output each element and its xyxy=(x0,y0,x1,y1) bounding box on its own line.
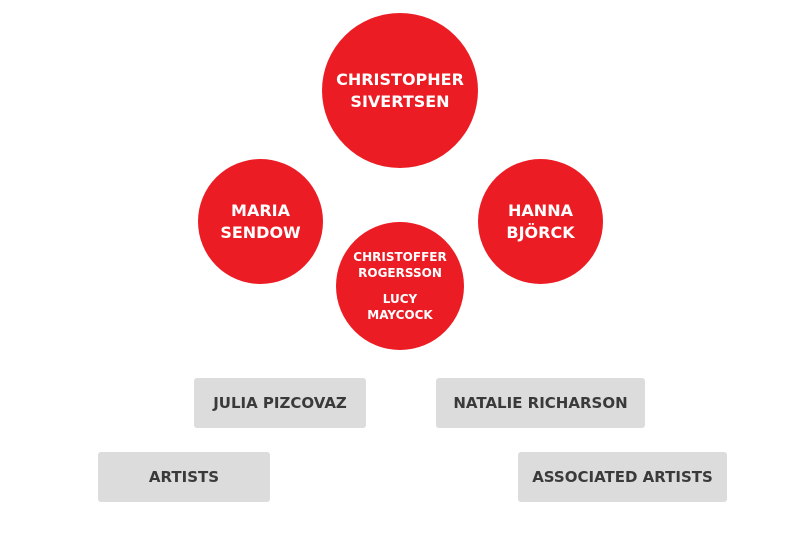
circle-hanna-bjorck: HANNA BJÖRCK xyxy=(478,159,603,284)
circle-label-line2: SENDOW xyxy=(220,222,301,242)
box-natalie-richarson: NATALIE RICHARSON xyxy=(436,378,645,428)
circle-maria-sendow: MARIA SENDOW xyxy=(198,159,323,284)
box-associated-artists: ASSOCIATED ARTISTS xyxy=(518,452,727,502)
circle-label-line1: CHRISTOPHER xyxy=(336,69,464,89)
box-artists: ARTISTS xyxy=(98,452,270,502)
circle-label-line1: MARIA xyxy=(231,200,290,220)
circle-label-name1-line2: ROGERSSON xyxy=(358,266,442,280)
box-julia-pizcovaz: JULIA PIZCOVAZ xyxy=(194,378,366,428)
circle-label-name1-line1: CHRISTOFFER xyxy=(353,250,447,264)
circle-christopher-sivertsen: CHRISTOPHER SIVERTSEN xyxy=(322,13,478,168)
circle-label-name2-line1: LUCY xyxy=(382,292,418,306)
circle-label-line2: BJÖRCK xyxy=(506,222,575,242)
circle-rogersson-maycock: CHRISTOFFER ROGERSSON LUCY MAYCOCK xyxy=(336,222,464,350)
circle-label-line1: HANNA xyxy=(508,200,573,220)
circle-label-line2: SIVERTSEN xyxy=(350,91,450,111)
circle-label-name2-line2: MAYCOCK xyxy=(367,308,433,322)
